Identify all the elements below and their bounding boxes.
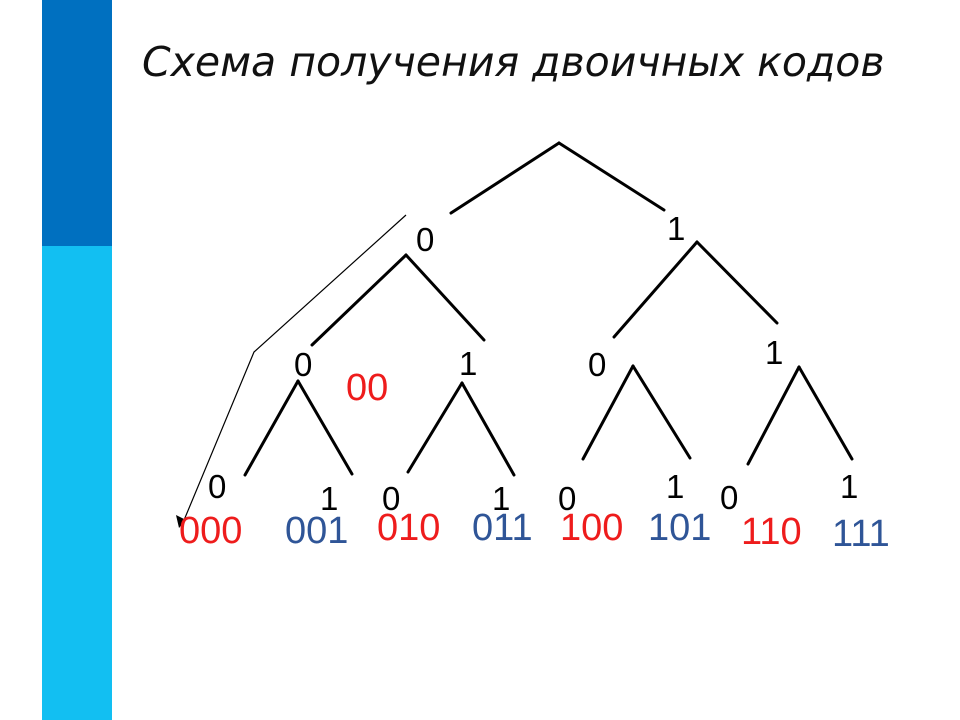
edge-01-0	[406, 381, 464, 474]
leaf-code-001: 001	[285, 510, 348, 552]
leaf-code-000: 000	[179, 510, 242, 552]
leaf-code-111: 111	[832, 513, 890, 555]
label-l3-5: 1	[666, 468, 684, 505]
edge-11-0	[746, 365, 801, 466]
label-l1-1: 1	[667, 210, 685, 247]
edge-10-1	[631, 364, 692, 460]
sidebar-accent-light	[42, 246, 112, 720]
label-l2-1: 1	[459, 345, 477, 382]
path-arrow-head	[176, 515, 186, 528]
path-arrow-line	[181, 214, 407, 526]
label-l3-1: 1	[320, 480, 338, 517]
label-l3-2: 0	[382, 480, 400, 517]
label-l3-7: 1	[840, 468, 858, 505]
slide-title: Схема получения двоичных кодов	[142, 38, 885, 86]
label-l3-6: 0	[720, 479, 738, 516]
label-l2-3: 1	[765, 334, 783, 371]
edge-00-0	[243, 379, 300, 477]
edge-root-1	[557, 141, 666, 212]
leaf-code-100: 100	[560, 507, 623, 549]
sidebar-accent-dark	[42, 0, 112, 246]
edge-0-0	[310, 253, 408, 347]
edge-01-1	[460, 381, 516, 477]
leaf-code-010: 010	[377, 507, 440, 549]
edge-10-0	[581, 364, 635, 461]
label-l3-3: 1	[492, 480, 510, 517]
edge-1-0	[612, 240, 699, 339]
label-l2-2: 0	[588, 346, 606, 383]
label-l3-0: 0	[208, 468, 226, 505]
edge-11-1	[797, 365, 854, 461]
label-l1-0: 0	[416, 221, 434, 258]
leaf-code-011: 011	[472, 507, 533, 549]
label-l3-4: 0	[558, 480, 576, 517]
edge-00-1	[296, 379, 354, 476]
path-example-code: 00	[346, 367, 388, 409]
leaf-code-101: 101	[648, 507, 711, 549]
leaf-code-110: 110	[741, 511, 802, 553]
edge-0-1	[404, 253, 486, 342]
edge-1-1	[695, 240, 779, 325]
label-l2-0: 0	[294, 346, 312, 383]
edge-root-0	[449, 141, 561, 215]
